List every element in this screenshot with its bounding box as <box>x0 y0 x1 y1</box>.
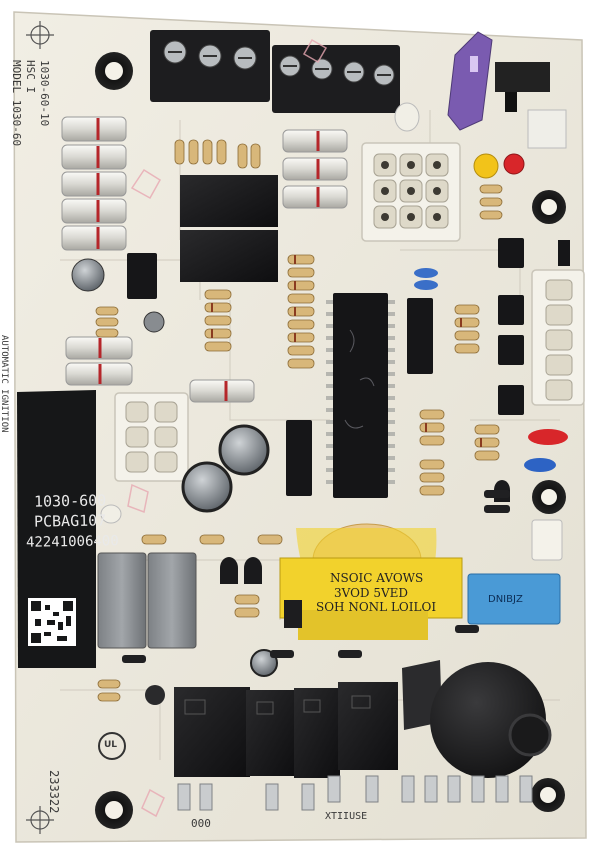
axial-resistors-top <box>174 139 261 169</box>
mounting-holes <box>95 52 566 829</box>
fiducial-marks <box>26 21 54 834</box>
model-line-3: 42241006400 <box>25 533 119 551</box>
cert-mark-icon <box>98 732 126 760</box>
relays-bottom <box>174 682 398 778</box>
diodes <box>122 490 510 663</box>
model-line-2: PCBAG107 <box>33 511 107 531</box>
bottom-text-2: XTIIUSE <box>325 811 368 822</box>
microcontroller-ic <box>326 293 395 498</box>
top-mark-1: 1030-60-10 <box>38 60 51 127</box>
connector-6pin-left <box>114 392 189 482</box>
resistor-bands <box>211 255 482 447</box>
serial-label-block <box>17 390 96 668</box>
small-capacitors <box>414 268 568 472</box>
misc-white-parts <box>100 102 563 561</box>
spade-terminals <box>177 775 533 811</box>
leds <box>473 153 525 179</box>
relays-upper <box>180 175 278 282</box>
top-mark-2: HSC I <box>24 60 37 94</box>
inspection-stamps <box>127 38 328 818</box>
cert-mark-text: UL <box>104 740 118 750</box>
transformer-label-2: 3VOD 5VED <box>334 586 409 600</box>
large-run-capacitor <box>402 660 552 778</box>
blue-capacitor-label: DNIBJZ <box>488 594 523 605</box>
bottom-left-code: 233322 <box>47 770 61 814</box>
blue-capacitor <box>467 573 561 625</box>
bottom-text-1: 000 <box>191 817 211 830</box>
connector-5pin-right <box>531 269 585 406</box>
connector-9pin-top <box>361 142 461 242</box>
small-ics <box>127 238 570 496</box>
grey-relays <box>97 552 197 649</box>
fuse-holder <box>447 31 567 149</box>
transformer <box>279 523 463 640</box>
electrolytic-capacitors <box>71 258 278 705</box>
terminal-block <box>150 30 400 113</box>
side-text: AUTOMATIC IGNITION <box>0 335 9 433</box>
power-resistors-left <box>61 116 348 403</box>
transformer-label-1: NSOIC AVOWS <box>330 571 424 585</box>
model-line-1: 1030-600 <box>33 491 107 511</box>
top-mark-3: MODEL 1030-60 <box>10 60 23 147</box>
transformer-label-3: SOH NONL LOILOI <box>316 600 437 614</box>
